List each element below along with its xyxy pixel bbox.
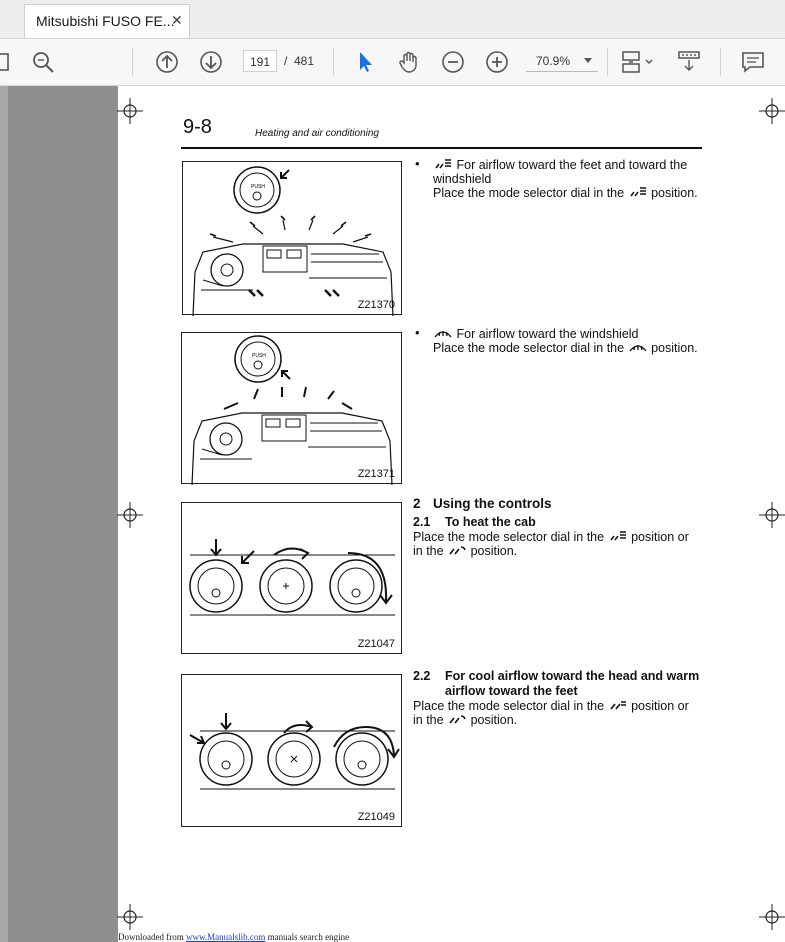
head-feet-mode-icon — [609, 701, 626, 710]
figure-z21047: Z21047 — [181, 502, 402, 654]
s4-line-2b: position. — [470, 713, 518, 727]
dashboard-illustration: PUSH — [191, 335, 393, 485]
manualslib-link[interactable]: www.Manualslib.com — [185, 932, 266, 942]
comment-icon[interactable] — [740, 49, 766, 75]
figure-code: Z21049 — [357, 811, 395, 823]
page-separator: / — [284, 54, 288, 68]
toolbar-divider — [132, 48, 133, 76]
subsection-number: 2.1 — [413, 515, 431, 529]
registration-mark-icon — [117, 98, 143, 124]
section-heading-number: 2 — [413, 496, 421, 511]
left-panel-strip — [0, 86, 8, 942]
zoom-value: 70.9% — [536, 54, 571, 68]
s4-line-1b: position or — [631, 699, 689, 713]
s3-line-1a: Place the mode selector dial in the — [413, 530, 605, 544]
s3-line-2a: in the — [413, 544, 444, 558]
section-text: For airflow toward the feet and toward t… — [433, 158, 705, 200]
feet-defrost-mode-icon — [629, 187, 646, 197]
zoom-in-icon[interactable] — [484, 49, 510, 75]
control-panel-illustration — [189, 539, 395, 616]
toolbar-divider — [333, 48, 334, 76]
s1-line-3b: position. — [651, 186, 698, 200]
section-text: For airflow toward the windshield Place … — [433, 327, 705, 355]
figure-code: Z21047 — [357, 638, 395, 650]
section-text: Place the mode selector dial in the posi… — [413, 530, 705, 558]
feet-mode-icon — [449, 715, 466, 724]
page-fit-icon[interactable] — [620, 49, 656, 75]
header-rule — [181, 147, 702, 149]
s1-line-1: For airflow toward the feet and toward t… — [456, 158, 688, 172]
subsection-number: 2.2 — [413, 669, 431, 683]
section-heading: Using the controls — [433, 496, 552, 511]
feet-defrost-mode-icon — [435, 159, 451, 169]
footer-suffix: manuals search engine — [267, 932, 350, 942]
page-section-number: 9-8 — [183, 116, 212, 138]
s2-line-1: For airflow toward the windshield — [456, 327, 639, 341]
figure-z21371: PUSH Z21371 — [181, 332, 402, 485]
dial-push-label: PUSH — [252, 353, 266, 359]
toolbar — [0, 39, 785, 86]
bullet: • — [415, 325, 420, 340]
s2-line-2b: position. — [651, 341, 698, 355]
page-running-title: Heating and air conditioning — [255, 128, 379, 139]
s4-line-1a: Place the mode selector dial in the — [413, 699, 605, 713]
sidebar-toggle-icon[interactable] — [0, 49, 12, 75]
subsection-heading: To heat the cab — [445, 515, 536, 529]
s1-line-3a: Place the mode selector dial in the — [433, 186, 625, 200]
tab-title: Mitsubishi FUSO FE... — [36, 13, 175, 29]
feet-defrost-mode-icon — [609, 531, 626, 541]
chevron-down-icon — [584, 58, 592, 63]
zoom-select[interactable]: 70.9% — [526, 50, 598, 72]
subsection-heading-line-2: airflow toward the feet — [445, 684, 578, 698]
previous-page-icon[interactable] — [154, 49, 180, 75]
figure-z21370: PUSH Z21370 — [182, 161, 402, 316]
section-text: Place the mode selector dial in the posi… — [413, 699, 705, 727]
bullet: • — [415, 156, 420, 171]
s4-line-2a: in the — [413, 713, 444, 727]
subsection-heading: For cool airflow toward the head and war… — [445, 669, 700, 683]
feet-mode-icon — [449, 546, 466, 555]
defrost-mode-icon — [629, 345, 647, 352]
page-total: 481 — [294, 54, 315, 68]
download-footer: Downloaded from www.Manualslib.com manua… — [118, 932, 349, 942]
document-tab[interactable]: Mitsubishi FUSO FE... ✕ — [24, 4, 190, 38]
figure-code: Z21370 — [357, 299, 395, 311]
search-icon[interactable] — [30, 49, 56, 75]
registration-mark-icon — [117, 502, 143, 528]
figure-z21049: Z21049 — [181, 674, 402, 827]
dashboard-illustration: PUSH — [192, 166, 394, 316]
registration-mark-icon — [759, 98, 785, 124]
defrost-mode-icon — [434, 331, 452, 338]
toolbar-divider — [607, 48, 608, 76]
s3-line-2b: position. — [470, 544, 518, 558]
close-icon[interactable]: ✕ — [171, 12, 183, 28]
toolbar-divider — [720, 48, 721, 76]
tab-bar: Mitsubishi FUSO FE... ✕ — [0, 0, 785, 39]
registration-mark-icon — [117, 904, 143, 930]
read-mode-icon[interactable] — [676, 49, 702, 75]
figure-code: Z21371 — [357, 468, 395, 480]
next-page-icon[interactable] — [198, 49, 224, 75]
s3-line-1b: position or — [631, 530, 689, 544]
select-cursor-icon[interactable] — [352, 49, 378, 75]
document-page[interactable]: 9-8 Heating and air conditioning PUSH Z2… — [117, 86, 785, 942]
s1-line-2: windshield — [433, 172, 492, 186]
footer-prefix: Downloaded from — [118, 932, 184, 942]
registration-mark-icon — [759, 904, 785, 930]
dial-push-label: PUSH — [251, 184, 265, 190]
page-number-input[interactable]: 191 — [243, 50, 277, 72]
registration-mark-icon — [759, 502, 785, 528]
hand-tool-icon[interactable] — [396, 49, 422, 75]
control-panel-illustration — [189, 713, 400, 790]
zoom-out-icon[interactable] — [440, 49, 466, 75]
s2-line-2a: Place the mode selector dial in the — [433, 341, 625, 355]
